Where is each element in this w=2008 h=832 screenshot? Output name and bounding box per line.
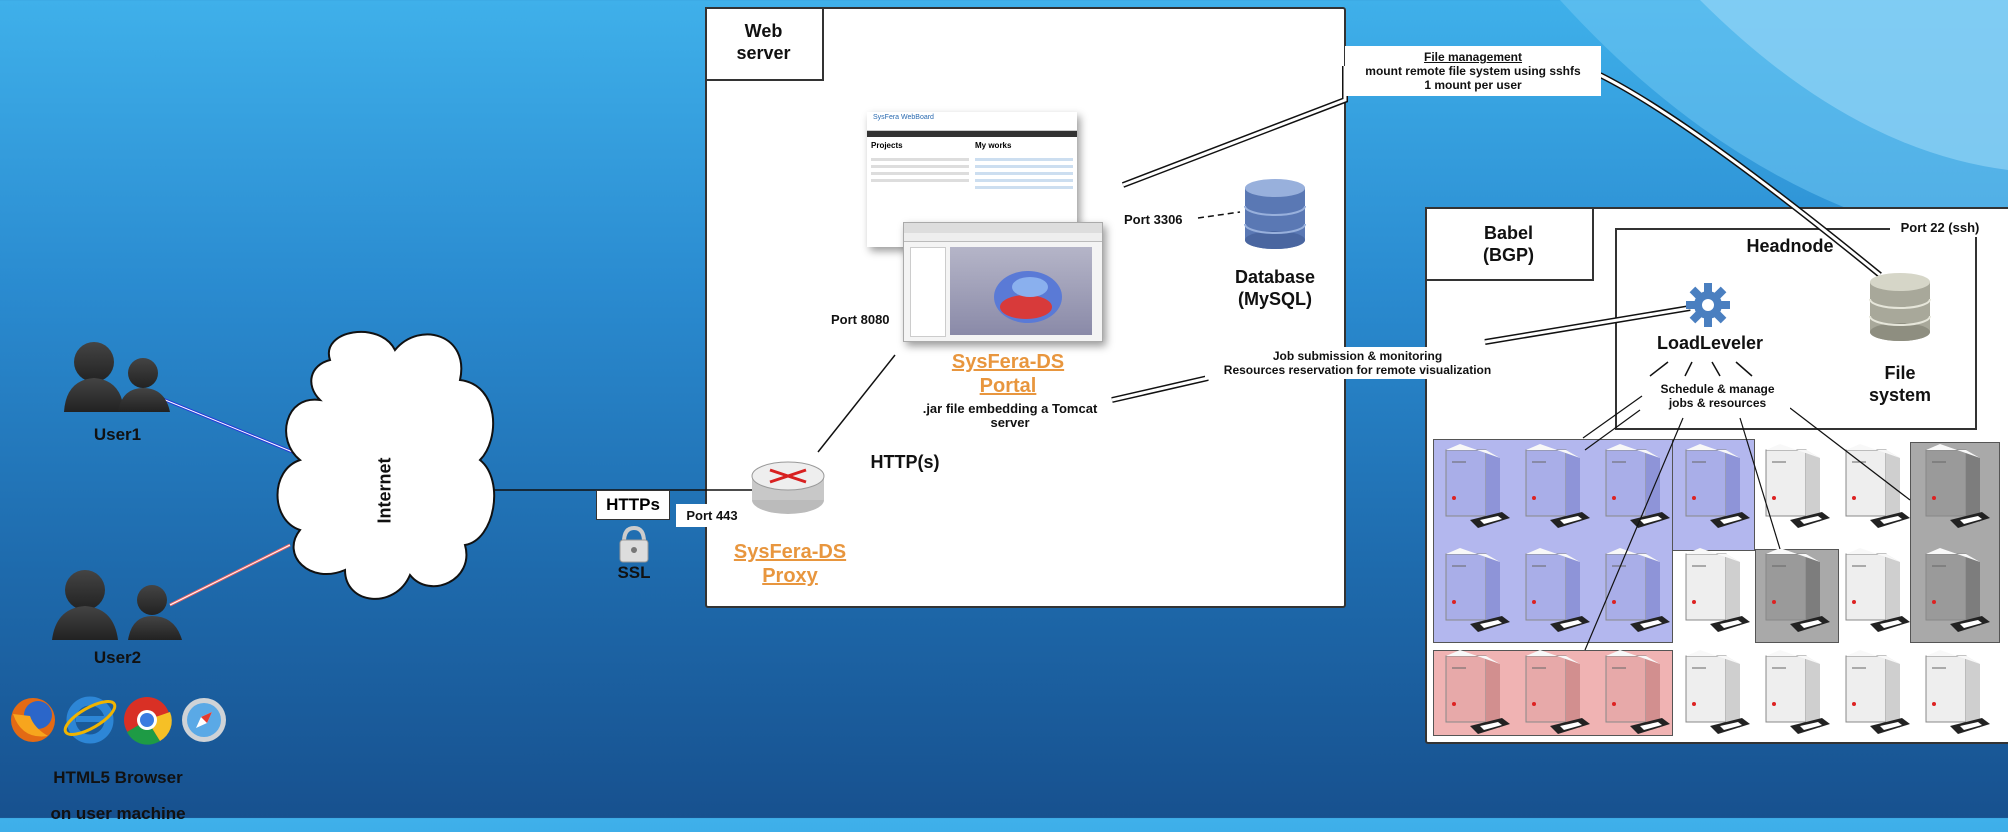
safari-icon xyxy=(182,698,226,742)
server-icon xyxy=(1925,650,1990,734)
server-icon xyxy=(1765,444,1830,528)
port-22-label: Port 22 (ssh) xyxy=(1890,218,1990,237)
user1-icon xyxy=(64,342,170,412)
https-label: HTTPs xyxy=(596,490,670,520)
job-submission-line2: Resources reservation for remote visuali… xyxy=(1223,363,1492,377)
screenshot-projects-header: Projects xyxy=(871,141,903,150)
headnode-label: Headnode xyxy=(1746,236,1834,256)
server-icon xyxy=(1525,444,1590,528)
file-management-line1: mount remote file system using sshfs xyxy=(1365,64,1581,78)
web-server-title: Web server xyxy=(736,21,791,63)
server-icon xyxy=(1605,650,1670,734)
portal-link[interactable]: SysFera-DS Portal xyxy=(951,351,1065,397)
user2-label: User2 xyxy=(93,648,142,667)
server-icon xyxy=(1445,548,1510,632)
server-icon xyxy=(1765,548,1830,632)
user1-label: User1 xyxy=(93,425,142,444)
server-icon xyxy=(1445,444,1510,528)
loadleveler-label: LoadLeveler xyxy=(1656,333,1764,353)
database-label: Database (MySQL) xyxy=(1234,267,1316,309)
port-8080-label: Port 8080 xyxy=(831,312,890,327)
server-icon xyxy=(1525,548,1590,632)
server-icon xyxy=(1685,548,1750,632)
screenshot-logo: SysFera WebBoard xyxy=(867,112,1077,131)
server-icon xyxy=(1525,650,1590,734)
file-system-label: File system xyxy=(1868,363,1932,405)
babel-title-box xyxy=(1425,207,1594,281)
port-3306-label: Port 3306 xyxy=(1124,212,1183,227)
screenshot-works-header: My works xyxy=(975,141,1012,150)
file-management-box: File management mount remote file system… xyxy=(1345,46,1601,96)
http-label: HTTP(s) xyxy=(870,452,940,472)
job-submission-box: Job submission & monitoring Resources re… xyxy=(1205,347,1510,379)
jar-description: .jar file embedding a Tomcat server xyxy=(922,401,1098,430)
server-icon xyxy=(1925,548,1990,632)
port-443-label: Port 443 xyxy=(676,504,748,527)
job-submission-line1: Job submission & monitoring xyxy=(1272,349,1443,363)
portal-screenshot-front xyxy=(903,222,1103,342)
file-management-title: File management xyxy=(1423,50,1523,64)
scheduler-label: Schedule & manage jobs & resources xyxy=(1645,382,1790,410)
server-icon xyxy=(1605,444,1670,528)
web-server-title-box xyxy=(705,7,824,81)
ssl-label: SSL xyxy=(617,563,651,582)
server-icon xyxy=(1925,444,1990,528)
babel-title: Babel (BGP) xyxy=(1483,223,1534,265)
server-icon xyxy=(1765,650,1830,734)
server-icon xyxy=(1685,650,1750,734)
server-icon xyxy=(1845,444,1910,528)
server-icon xyxy=(1445,650,1510,734)
user2-icon xyxy=(52,570,182,640)
server-icon xyxy=(1845,650,1910,734)
chrome-icon xyxy=(124,697,172,745)
firefox-icon xyxy=(11,698,55,742)
internet-explorer-icon xyxy=(63,696,117,744)
server-icon xyxy=(1685,444,1750,528)
file-management-line2: 1 mount per user xyxy=(1424,78,1522,92)
server-icon xyxy=(1845,548,1910,632)
proxy-link[interactable]: SysFera-DS Proxy xyxy=(733,541,847,587)
server-icon xyxy=(1605,548,1670,632)
